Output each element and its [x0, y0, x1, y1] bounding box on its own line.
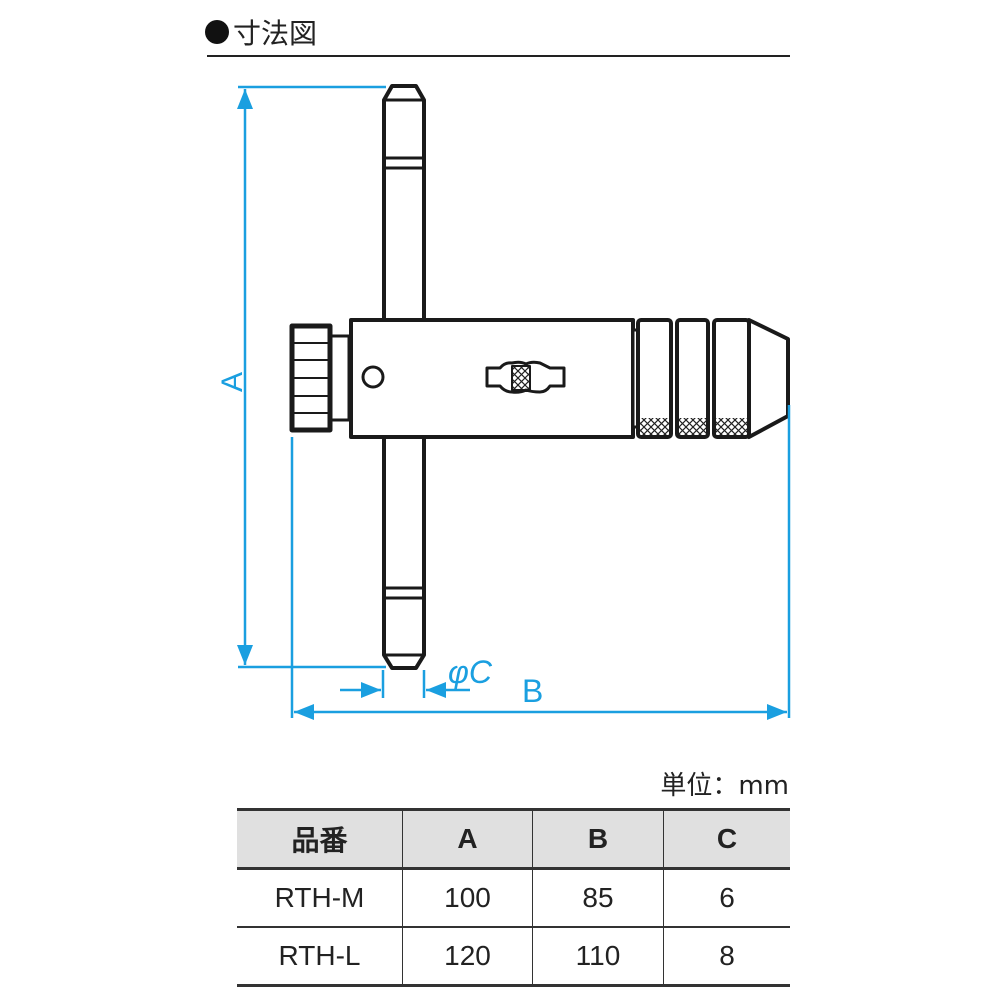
bullet-icon: [205, 20, 229, 44]
pin-hole: [361, 365, 385, 389]
cell-a: 100: [402, 868, 533, 927]
cell-a: 120: [402, 927, 533, 986]
header-part-no: 品番: [291, 825, 348, 856]
cell-c: 8: [663, 927, 790, 986]
chuck-ring-1: [636, 318, 673, 439]
spec-table: 品番 A B C RTH-M 100 85 6 RTH-L 120 110 8: [237, 808, 790, 987]
label-a: A: [216, 372, 249, 392]
handle-top: [382, 84, 426, 320]
section-title: 寸法図: [205, 12, 317, 52]
cell-part-no: RTH-L: [278, 940, 361, 971]
label-c: φC: [448, 654, 493, 690]
cell-c: 6: [663, 868, 790, 927]
cell-b: 110: [532, 927, 664, 986]
tap-wrench-drawing: A B φC: [216, 84, 791, 720]
table-row: RTH-L 120 110 8: [237, 927, 790, 986]
header-c: C: [663, 809, 790, 869]
chuck-cone: [747, 318, 790, 439]
cell-part-no: RTH-M: [274, 882, 365, 913]
dimension-lines: [237, 85, 791, 720]
unit-label: 単位：mm: [660, 771, 789, 801]
header-b: B: [532, 809, 664, 869]
section-title-text: 寸法図: [233, 17, 318, 50]
label-b: B: [522, 673, 543, 709]
chuck-ring-2: [675, 318, 710, 439]
table-row: RTH-M 100 85 6: [237, 868, 790, 927]
cell-b: 85: [532, 868, 664, 927]
tool-outline: [289, 84, 790, 670]
table-header-row: 品番 A B C: [237, 809, 790, 869]
title-divider: [207, 55, 790, 57]
header-a: A: [402, 809, 533, 869]
handle-bottom: [382, 437, 426, 670]
